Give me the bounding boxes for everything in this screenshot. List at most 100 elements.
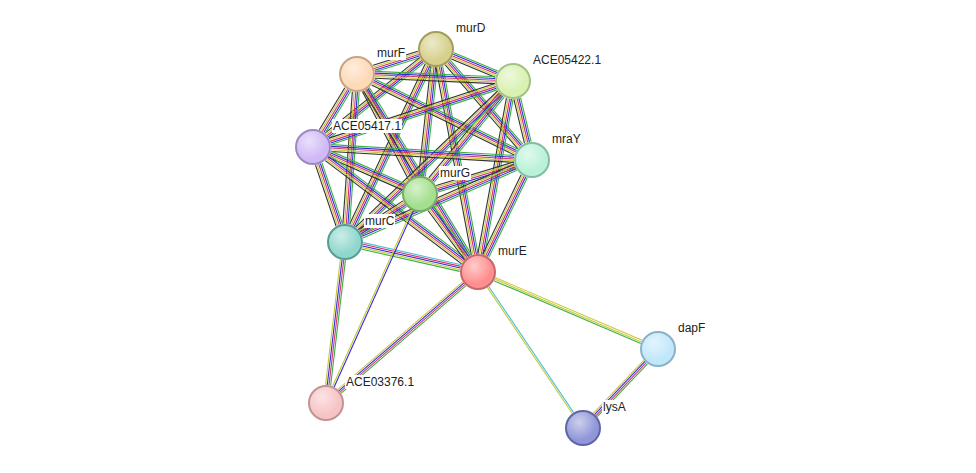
interaction-edge bbox=[326, 260, 346, 386]
evidence-strand bbox=[340, 284, 465, 391]
evidence-strand bbox=[433, 206, 470, 255]
evidence-strand bbox=[330, 85, 496, 140]
evidence-strand bbox=[362, 92, 408, 180]
protein-node: murE bbox=[460, 254, 496, 290]
interaction-edge bbox=[356, 91, 503, 232]
evidence-strand bbox=[359, 202, 404, 231]
interaction-edge bbox=[494, 278, 642, 344]
node-label: lysA bbox=[602, 400, 627, 414]
evidence-strand bbox=[436, 162, 514, 186]
evidence-strand bbox=[361, 205, 406, 234]
evidence-strand bbox=[330, 87, 496, 142]
evidence-strand bbox=[514, 99, 525, 143]
evidence-strand bbox=[431, 208, 468, 257]
evidence-strand bbox=[494, 281, 641, 344]
evidence-strand bbox=[316, 165, 337, 226]
evidence-strand bbox=[483, 175, 521, 255]
evidence-strand bbox=[363, 244, 461, 266]
node-label: murD bbox=[455, 21, 486, 35]
node-highlight bbox=[297, 131, 329, 163]
evidence-strand bbox=[431, 95, 501, 180]
node-highlight bbox=[516, 144, 548, 176]
node-label: ACE03376.1 bbox=[345, 375, 415, 389]
evidence-strand bbox=[596, 363, 646, 416]
evidence-strand bbox=[331, 150, 514, 161]
evidence-strand bbox=[369, 88, 471, 255]
evidence-strand bbox=[430, 94, 500, 179]
interaction-edge bbox=[358, 201, 406, 235]
evidence-strand bbox=[487, 287, 572, 413]
node-label: murC bbox=[364, 214, 395, 228]
node-label: ACE05417.1 bbox=[332, 119, 402, 133]
protein-node: ACE05417.1 bbox=[295, 129, 331, 165]
node-highlight bbox=[642, 333, 674, 365]
evidence-strand bbox=[320, 164, 341, 225]
interaction-edge bbox=[483, 175, 527, 258]
node-highlight bbox=[329, 226, 361, 258]
evidence-strand bbox=[428, 210, 465, 259]
interaction-edge bbox=[362, 243, 461, 272]
evidence-strand bbox=[495, 279, 642, 342]
evidence-strand bbox=[363, 243, 461, 265]
evidence-strand bbox=[331, 151, 514, 162]
protein-node: murD bbox=[418, 31, 454, 67]
evidence-strand bbox=[362, 248, 460, 270]
evidence-strand bbox=[363, 246, 461, 268]
evidence-strand bbox=[327, 260, 342, 385]
evidence-strand bbox=[597, 364, 647, 417]
protein-node: ACE03376.1 bbox=[308, 385, 344, 421]
node-label: mraY bbox=[551, 132, 582, 146]
protein-node: murG bbox=[402, 176, 438, 212]
node-label: ACE05422.1 bbox=[532, 53, 602, 67]
node-highlight bbox=[404, 178, 436, 210]
interaction-edge bbox=[338, 282, 466, 393]
evidence-strand bbox=[362, 207, 407, 236]
evidence-strand bbox=[339, 283, 464, 390]
interaction-edge bbox=[487, 286, 573, 413]
evidence-strand bbox=[326, 260, 341, 385]
interaction-edge bbox=[451, 53, 497, 77]
evidence-strand bbox=[362, 249, 460, 271]
evidence-strand bbox=[360, 164, 514, 232]
evidence-strand bbox=[453, 54, 497, 72]
protein-node: ACE05422.1 bbox=[495, 63, 531, 99]
interaction-edge bbox=[428, 206, 470, 259]
evidence-strand bbox=[358, 93, 500, 229]
evidence-strand bbox=[360, 204, 405, 233]
interaction-edge bbox=[316, 163, 343, 226]
node-highlight bbox=[567, 412, 599, 444]
protein-node: dapF bbox=[640, 331, 676, 367]
evidence-strand bbox=[436, 67, 471, 255]
evidence-strand bbox=[437, 164, 515, 188]
interaction-edge bbox=[594, 360, 648, 416]
interaction-edge bbox=[329, 83, 497, 144]
protein-node: mraY bbox=[514, 142, 550, 178]
evidence-strand bbox=[432, 207, 469, 256]
node-highlight bbox=[497, 65, 529, 97]
node-highlight bbox=[310, 387, 342, 419]
evidence-strand bbox=[489, 178, 527, 258]
evidence-strand bbox=[343, 92, 352, 224]
evidence-strand bbox=[595, 361, 645, 414]
interaction-edge bbox=[514, 98, 531, 144]
node-highlight bbox=[420, 33, 452, 65]
node-label: dapF bbox=[677, 321, 706, 335]
evidence-strand bbox=[454, 53, 498, 71]
evidence-strand bbox=[489, 286, 574, 412]
evidence-strand bbox=[358, 201, 403, 230]
protein-node: murC bbox=[327, 224, 363, 260]
interaction-edge bbox=[436, 162, 516, 192]
node-highlight bbox=[462, 256, 494, 288]
protein-node: lysA bbox=[565, 410, 601, 446]
evidence-strand bbox=[516, 99, 527, 143]
evidence-strand bbox=[356, 91, 498, 227]
node-label: murE bbox=[497, 244, 528, 258]
evidence-strand bbox=[317, 165, 338, 226]
protein-node: murF bbox=[339, 56, 375, 92]
node-label: murG bbox=[439, 166, 471, 180]
evidence-strand bbox=[363, 170, 517, 238]
evidence-strand bbox=[341, 286, 466, 393]
evidence-strand bbox=[319, 164, 340, 225]
